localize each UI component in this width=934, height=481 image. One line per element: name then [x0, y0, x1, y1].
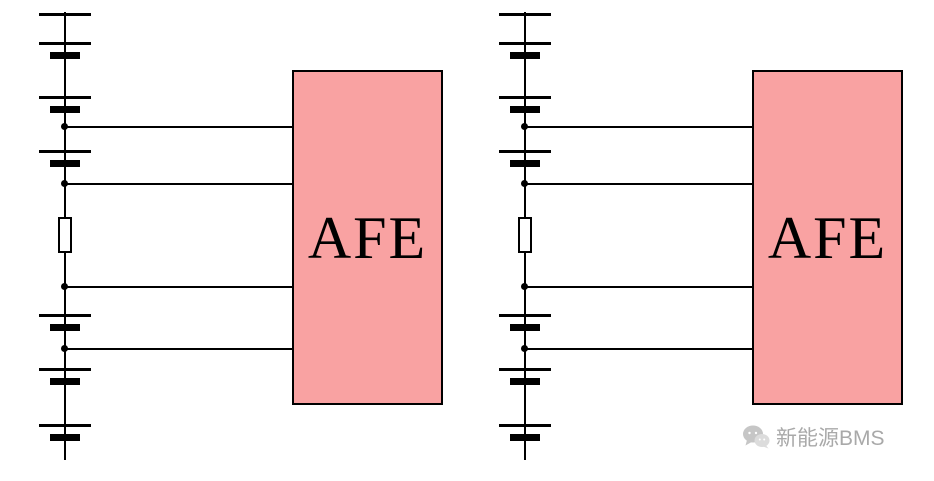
left-circuit-diagram: AFE: [39, 12, 443, 460]
battery-cell-plate-short: [510, 106, 540, 113]
afe-label: AFE: [767, 204, 888, 271]
sense-wire-3: [525, 286, 752, 288]
battery-cell-plate-long: [499, 96, 551, 99]
sense-wire-2: [65, 183, 292, 185]
wechat-bubbles-icon: [742, 424, 770, 450]
junction-dot: [521, 283, 528, 290]
battery-cell-plate-long: [39, 424, 91, 427]
battery-cell-plate-long: [499, 42, 551, 45]
resistor-symbol: [518, 217, 532, 253]
battery-cell-plate-short: [50, 52, 80, 59]
battery-cell-plate-short: [510, 160, 540, 167]
battery-cell-plate-long: [39, 314, 91, 317]
battery-terminal-plate: [39, 13, 91, 16]
battery-cell-plate-long: [39, 368, 91, 371]
battery-cell-plate-short: [510, 52, 540, 59]
watermark: 新能源BMS: [742, 422, 885, 452]
battery-terminal-plate: [499, 13, 551, 16]
resistor-symbol: [58, 217, 72, 253]
sense-wire-4: [65, 348, 292, 350]
battery-cell-plate-short: [510, 434, 540, 441]
afe-label: AFE: [307, 204, 428, 271]
battery-cell-plate-long: [39, 42, 91, 45]
battery-cell-plate-short: [510, 378, 540, 385]
battery-cell-plate-short: [510, 324, 540, 331]
battery-cell-plate-long: [499, 424, 551, 427]
afe-block: AFE: [292, 70, 443, 405]
junction-dot: [61, 345, 68, 352]
battery-cell-plate-short: [50, 106, 80, 113]
sense-wire-1: [525, 126, 752, 128]
junction-dot: [61, 123, 68, 130]
battery-cell-plate-short: [50, 434, 80, 441]
battery-cell-plate-short: [50, 378, 80, 385]
junction-dot: [61, 283, 68, 290]
battery-cell-plate-long: [499, 314, 551, 317]
junction-dot: [521, 180, 528, 187]
junction-dot: [61, 180, 68, 187]
battery-cell-plate-long: [499, 150, 551, 153]
battery-cell-plate-short: [50, 324, 80, 331]
battery-cell-plate-short: [50, 160, 80, 167]
junction-dot: [521, 123, 528, 130]
sense-wire-4: [525, 348, 752, 350]
watermark-text: 新能源BMS: [776, 427, 885, 450]
battery-cell-plate-long: [39, 96, 91, 99]
afe-block: AFE: [752, 70, 903, 405]
battery-cell-plate-long: [499, 368, 551, 371]
right-circuit-diagram: AFE: [460, 0, 934, 481]
sense-wire-2: [525, 183, 752, 185]
sense-wire-1: [65, 126, 292, 128]
battery-cell-plate-long: [39, 150, 91, 153]
sense-wire-3: [65, 286, 292, 288]
junction-dot: [521, 345, 528, 352]
